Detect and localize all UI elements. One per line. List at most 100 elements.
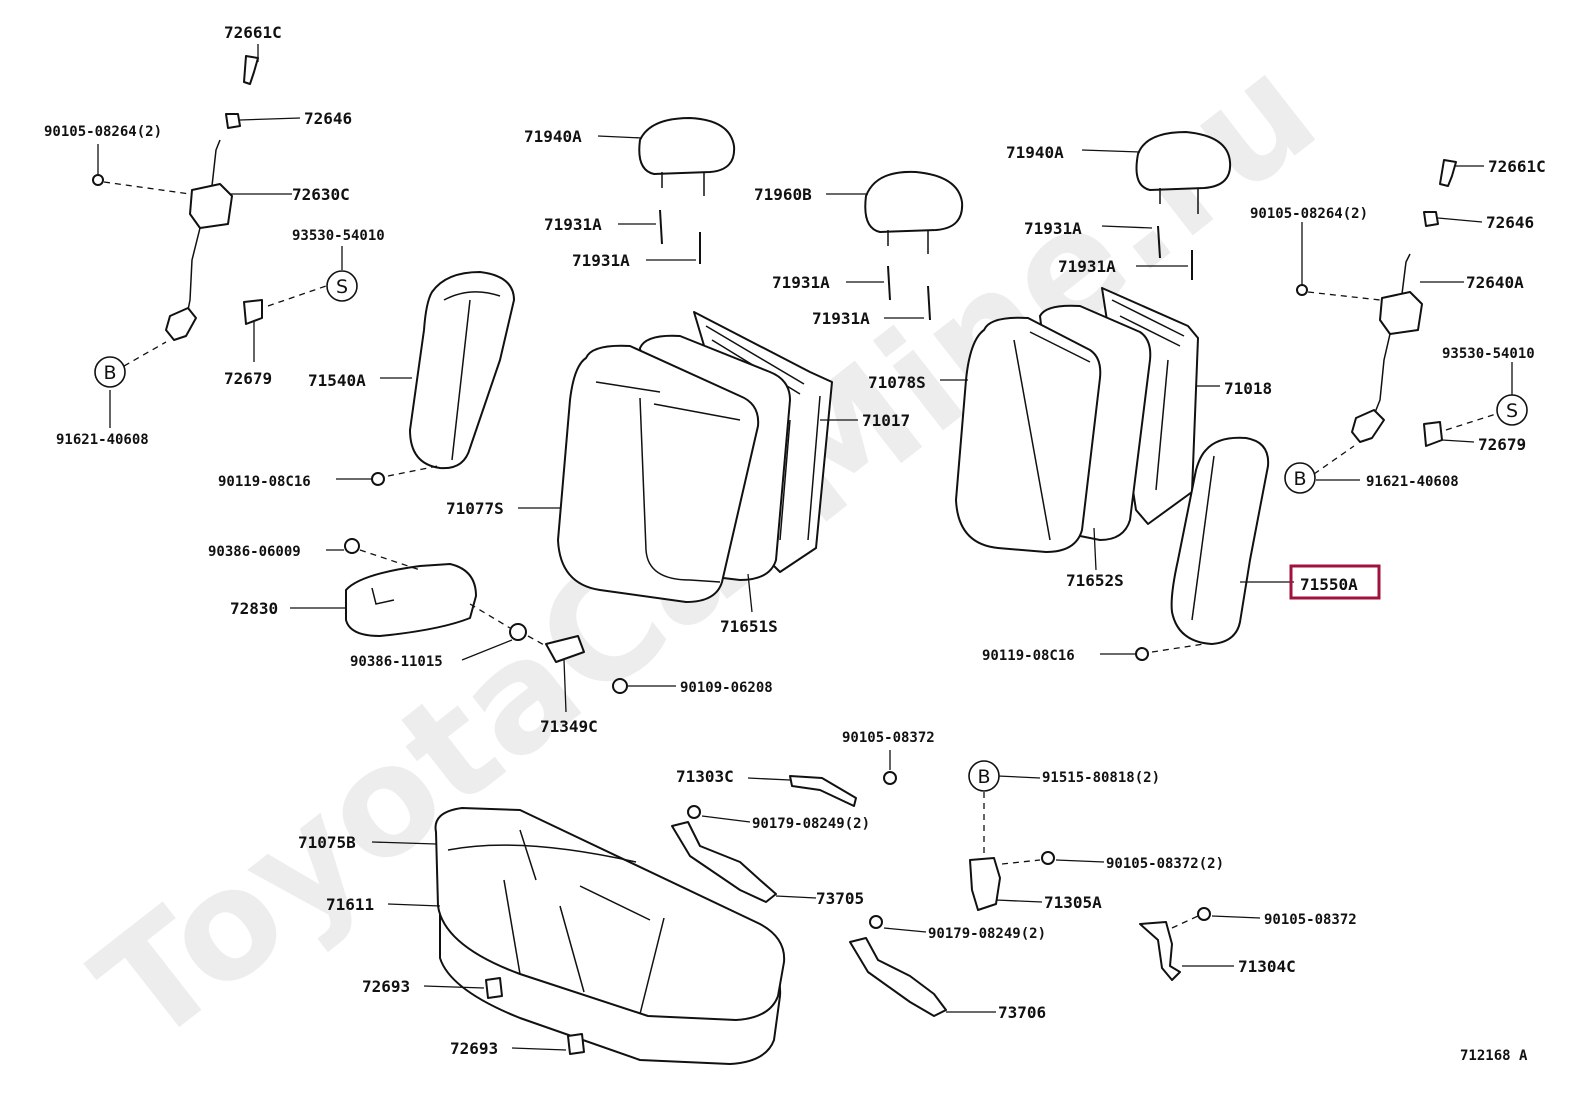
- label-71540a[interactable]: 71540A: [308, 371, 366, 390]
- label-90105-08372-b[interactable]: 90105-08372(2): [1106, 856, 1224, 872]
- svg-text:B: B: [103, 362, 116, 384]
- label-90179-08249-b[interactable]: 90179-08249(2): [928, 926, 1046, 942]
- part-72630c-shape[interactable]: [189, 183, 233, 229]
- hinge-73706-shape[interactable]: [849, 937, 947, 1017]
- label-90105-08264-right[interactable]: 90105-08264(2): [1250, 206, 1368, 222]
- bolt-90105-08372-a-shape[interactable]: [883, 771, 897, 785]
- label-72693-b[interactable]: 72693: [450, 1039, 498, 1058]
- part-72661c-left-shape[interactable]: [243, 55, 259, 85]
- bolt-90105-right-shape[interactable]: [1296, 284, 1308, 296]
- label-72679-right[interactable]: 72679: [1478, 435, 1526, 454]
- bushing-90386-06009-shape[interactable]: [344, 538, 360, 554]
- label-90105-08372-c[interactable]: 90105-08372: [1264, 912, 1357, 928]
- label-71931a-5[interactable]: 71931A: [1024, 219, 1082, 238]
- bushing-90386-11015-shape[interactable]: [509, 623, 527, 641]
- ref-mark-b-left: B: [94, 356, 126, 388]
- label-71940a-left[interactable]: 71940A: [524, 127, 582, 146]
- right-belt-group: [1296, 159, 1513, 481]
- label-91621-40608-right[interactable]: 91621-40608: [1366, 474, 1459, 490]
- label-72630c[interactable]: 72630C: [292, 185, 350, 204]
- label-71304c[interactable]: 71304C: [1238, 957, 1296, 976]
- part-72679-left-shape[interactable]: [243, 299, 263, 325]
- part-72646-right-shape[interactable]: [1423, 211, 1439, 227]
- label-72679-left[interactable]: 72679: [224, 369, 272, 388]
- label-71931a-4[interactable]: 71931A: [812, 309, 870, 328]
- bolt-90105-left-shape[interactable]: [92, 174, 104, 186]
- label-90386-06009[interactable]: 90386-06009: [208, 544, 301, 560]
- label-72830[interactable]: 72830: [230, 599, 278, 618]
- armrest-72830-shape[interactable]: [345, 563, 477, 637]
- part-72646-left-shape[interactable]: [225, 113, 241, 129]
- label-71651s[interactable]: 71651S: [720, 617, 778, 636]
- belt-buckle-left-shape[interactable]: [165, 307, 197, 341]
- label-71940a-right[interactable]: 71940A: [1006, 143, 1064, 162]
- ref-mark-s-right: S: [1496, 394, 1528, 426]
- bracket-71305a-shape[interactable]: [969, 857, 1001, 911]
- cushion-71075b-shape[interactable]: [434, 807, 786, 1021]
- label-72640a[interactable]: 72640A: [1466, 273, 1524, 292]
- label-72646-left[interactable]: 72646: [304, 109, 352, 128]
- screw-90119-right-shape[interactable]: [1135, 647, 1149, 661]
- ref-mark-s-left: S: [326, 270, 358, 302]
- bolt-90109-shape[interactable]: [612, 678, 628, 694]
- label-90105-08264-left[interactable]: 90105-08264(2): [44, 124, 162, 140]
- part-72640a-shape[interactable]: [1379, 291, 1423, 335]
- label-73706[interactable]: 73706: [998, 1003, 1046, 1022]
- label-90386-11015[interactable]: 90386-11015: [350, 654, 443, 670]
- seatback-71078s-shape[interactable]: [955, 316, 1102, 553]
- belt-buckle-right-shape[interactable]: [1351, 409, 1385, 443]
- label-71077s[interactable]: 71077S: [446, 499, 504, 518]
- bracket-71303c-shape[interactable]: [789, 775, 857, 807]
- label-90105-08372-a[interactable]: 90105-08372: [842, 730, 935, 746]
- label-90179-08249-a[interactable]: 90179-08249(2): [752, 816, 870, 832]
- label-72661c-right[interactable]: 72661C: [1488, 157, 1546, 176]
- label-71550a[interactable]: 71550A: [1300, 575, 1358, 594]
- label-72693-a[interactable]: 72693: [362, 977, 410, 996]
- headrest-71940a-left-shape[interactable]: [638, 117, 736, 175]
- label-90119-08c16-left[interactable]: 90119-08C16: [218, 474, 311, 490]
- label-71303c[interactable]: 71303C: [676, 767, 734, 786]
- nut-90179-a-shape[interactable]: [687, 805, 701, 819]
- bracket-71304c-shape[interactable]: [1139, 921, 1181, 981]
- label-71349c[interactable]: 71349C: [540, 717, 598, 736]
- seatback-71077s-shape[interactable]: [557, 344, 760, 603]
- label-71960b[interactable]: 71960B: [754, 185, 812, 204]
- guide-71931a-4-shape[interactable]: [927, 285, 931, 321]
- label-91621-40608-left[interactable]: 91621-40608: [56, 432, 149, 448]
- headrest-71960b-shape[interactable]: [864, 170, 964, 233]
- label-71611[interactable]: 71611: [326, 895, 374, 914]
- label-71078s[interactable]: 71078S: [868, 373, 926, 392]
- label-71652s[interactable]: 71652S: [1066, 571, 1124, 590]
- label-72661c-left[interactable]: 72661C: [224, 23, 282, 42]
- guide-71931a-1-shape[interactable]: [659, 209, 663, 245]
- label-71305a[interactable]: 71305A: [1044, 893, 1102, 912]
- label-72646-right[interactable]: 72646: [1486, 213, 1534, 232]
- bolt-90105-08372-b-shape[interactable]: [1041, 851, 1055, 865]
- label-90109-06208[interactable]: 90109-06208: [680, 680, 773, 696]
- nut-90179-b-shape[interactable]: [869, 915, 883, 929]
- part-72679-right-shape[interactable]: [1423, 421, 1443, 447]
- bolt-90105-08372-c-shape[interactable]: [1197, 907, 1211, 921]
- label-71017[interactable]: 71017: [862, 411, 910, 430]
- clip-72693-a-shape[interactable]: [485, 977, 503, 999]
- bracket-71349c-shape[interactable]: [545, 635, 585, 663]
- guide-71931a-3-shape[interactable]: [887, 265, 891, 301]
- label-71075b[interactable]: 71075B: [298, 833, 356, 852]
- label-93530-54010-left[interactable]: 93530-54010: [292, 228, 385, 244]
- label-71931a-3[interactable]: 71931A: [772, 273, 830, 292]
- label-91515-80818[interactable]: 91515-80818(2): [1042, 770, 1160, 786]
- clip-72693-b-shape[interactable]: [567, 1033, 585, 1055]
- hinge-73705-shape[interactable]: [671, 821, 777, 903]
- label-71931a-6[interactable]: 71931A: [1058, 257, 1116, 276]
- label-93530-54010-right[interactable]: 93530-54010: [1442, 346, 1535, 362]
- label-90119-08c16-right[interactable]: 90119-08C16: [982, 648, 1075, 664]
- label-73705[interactable]: 73705: [816, 889, 864, 908]
- label-71931a-2[interactable]: 71931A: [572, 251, 630, 270]
- headrest-71940a-right-shape[interactable]: [1135, 131, 1232, 191]
- label-71018[interactable]: 71018: [1224, 379, 1272, 398]
- label-71931a-1[interactable]: 71931A: [544, 215, 602, 234]
- guide-71931a-5-shape[interactable]: [1157, 225, 1161, 259]
- screw-90119-left-shape[interactable]: [371, 472, 385, 486]
- part-72661c-right-shape[interactable]: [1439, 159, 1457, 187]
